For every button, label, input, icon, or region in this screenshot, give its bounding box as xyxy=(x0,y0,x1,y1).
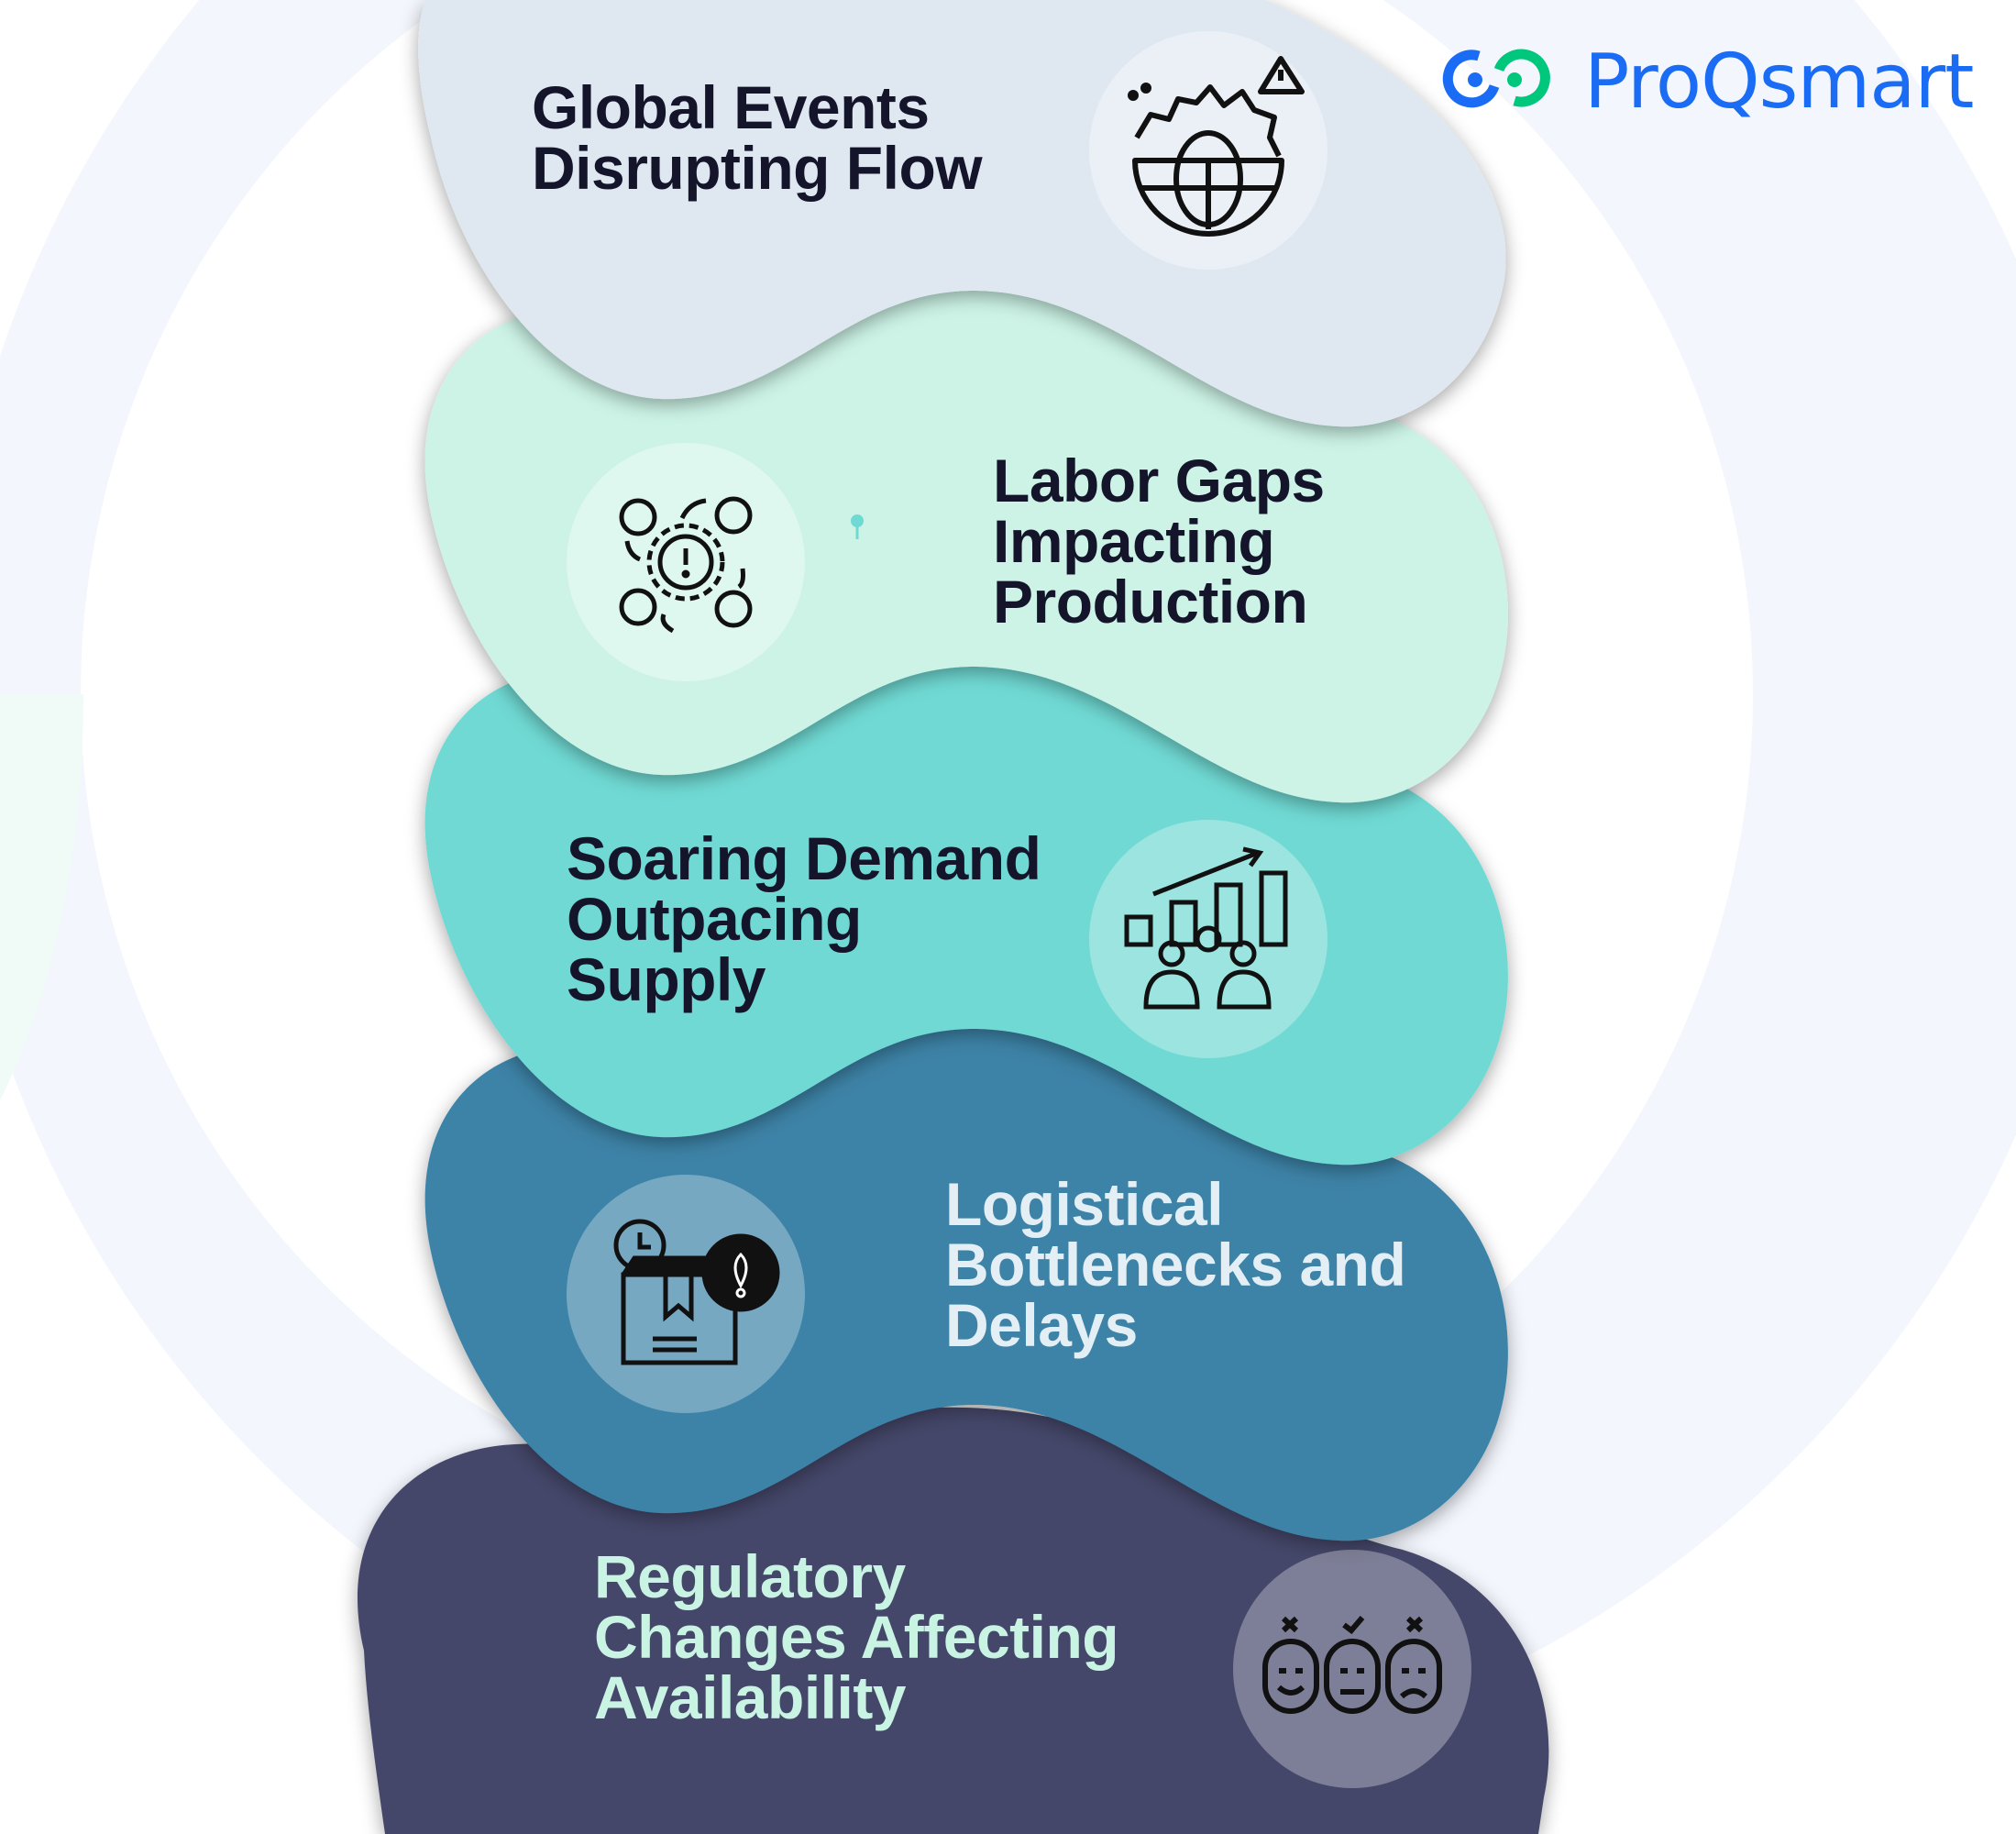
item-2-label: Labor Gaps Impacting Production xyxy=(993,450,1325,632)
item-5-label: Regulatory Changes Affecting Availabilit… xyxy=(594,1542,1119,1731)
item-4-label: Logistical Bottlenecks and Delays xyxy=(945,1170,1406,1359)
item-4-line: Logistical xyxy=(945,1170,1224,1238)
item-2-line: Impacting xyxy=(993,507,1275,575)
proqsmart-logo-mark xyxy=(1442,49,1550,108)
item-2-line: Production xyxy=(993,568,1308,635)
faces-mood-icon xyxy=(1262,1616,1442,1714)
globe-gear-warning-icon xyxy=(1128,56,1305,237)
item-4-line: Delays xyxy=(945,1291,1138,1359)
package-delay-alert-icon xyxy=(613,1219,780,1365)
icon-bg-5 xyxy=(1233,1550,1471,1788)
item-5-line: Availability xyxy=(594,1663,907,1731)
item-1-line: Disrupting Flow xyxy=(532,134,983,202)
item-5-line: Changes Affecting xyxy=(594,1603,1119,1671)
item-1-line: Global Events xyxy=(532,73,930,141)
item-5-line: Regulatory xyxy=(594,1542,906,1610)
item-1-label: Global Events Disrupting Flow xyxy=(532,73,983,202)
blob-1 xyxy=(418,0,1506,427)
gear-cycle-alert-icon xyxy=(619,496,753,634)
item-3-line: Soaring Demand xyxy=(567,824,1041,892)
item-3-label: Soaring Demand Outpacing Supply xyxy=(567,828,1041,1010)
brand-name: ProQsmart xyxy=(1584,39,1974,126)
pin-decoration xyxy=(851,514,864,527)
item-2-line: Labor Gaps xyxy=(993,447,1325,514)
item-3-line: Supply xyxy=(567,945,766,1013)
bg-green-quarter xyxy=(0,694,83,1100)
growth-chart-people-icon xyxy=(1124,846,1288,1010)
item-4-line: Bottlenecks and xyxy=(945,1231,1406,1298)
item-3-line: Outpacing xyxy=(567,885,862,953)
